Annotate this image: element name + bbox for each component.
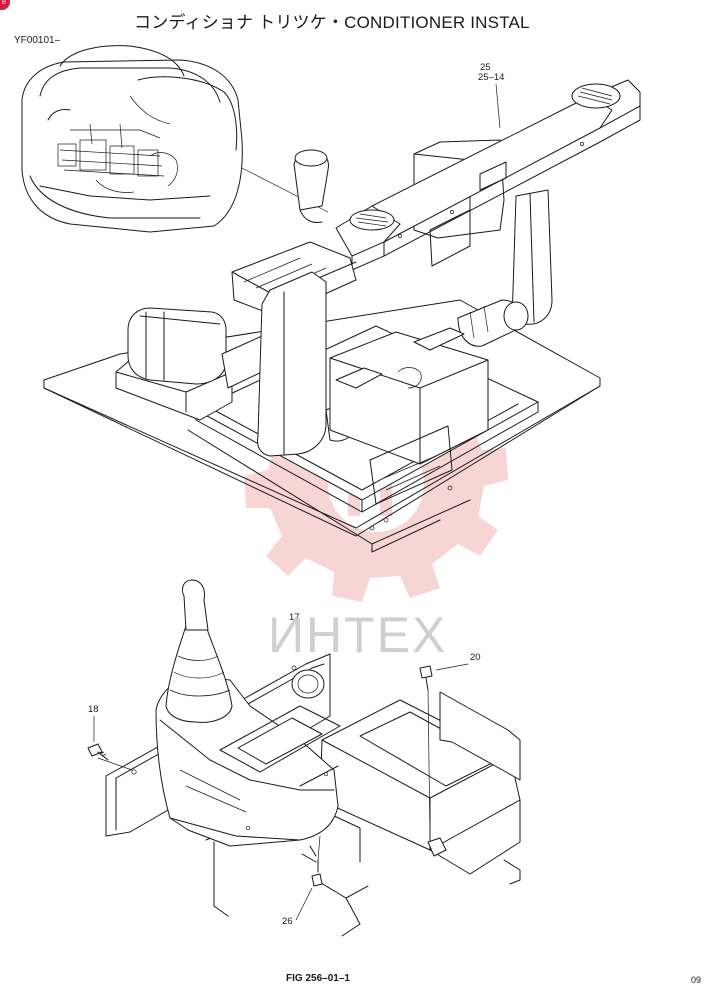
leader-18-target (97, 757, 133, 771)
control-box (115, 307, 233, 421)
control-lever-boot (165, 579, 233, 723)
leader-20 (435, 663, 469, 671)
leader-25 (495, 83, 501, 129)
floor-mat-pan (319, 691, 521, 885)
serial-range: YF00101– (14, 35, 61, 46)
upper-air-duct (335, 79, 641, 271)
leader-17 (295, 625, 299, 653)
evaporator-core (329, 327, 489, 531)
callout-18: 18 (88, 704, 99, 715)
intake-pipe (293, 149, 329, 223)
bolt-26-icon (311, 835, 323, 887)
page-title: コンディショナ トリツケ・CONDITIONER INSTAL (134, 13, 530, 32)
corner-badge: 8 (0, 0, 10, 10)
cab-inset-view (21, 45, 243, 233)
hose-sleeve (457, 299, 529, 347)
watermark-text: ИНТЕХ (268, 607, 448, 663)
leader-26 (295, 887, 313, 921)
figure-number: FIG 256–01–1 (286, 973, 350, 984)
callout-25-14: 25–14 (478, 72, 505, 83)
corner-badge-text: 8 (2, 0, 6, 6)
callout-26: 26 (282, 916, 293, 927)
duct-connector-bracket (221, 241, 357, 389)
bolt-20-icon (419, 665, 433, 839)
callout-17: 17 (289, 612, 300, 623)
bolt-18-icon (87, 743, 109, 761)
callout-25: 25 (480, 62, 491, 73)
page-number: 09 (691, 975, 702, 985)
callout-20: 20 (470, 652, 481, 663)
